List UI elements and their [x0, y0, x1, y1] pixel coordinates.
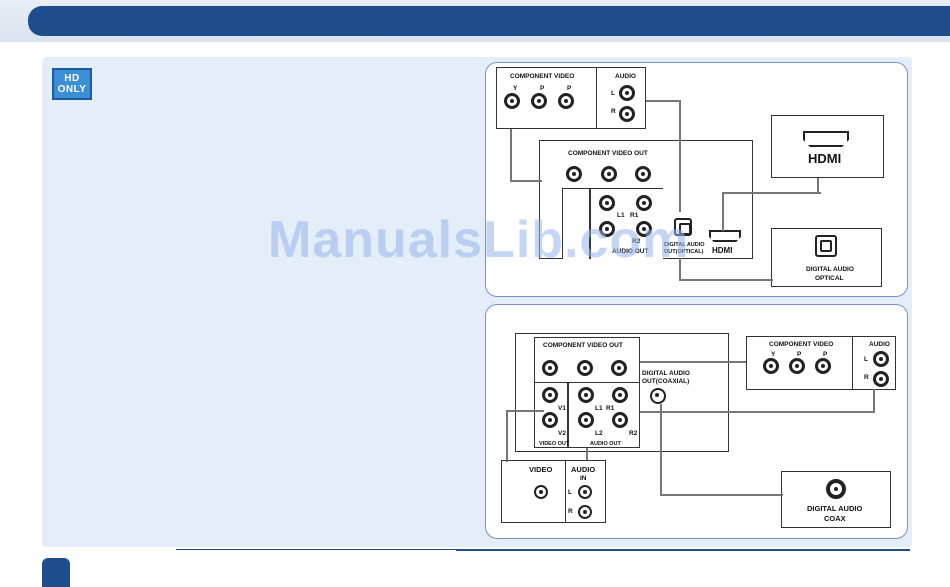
player-jack-y [566, 166, 582, 182]
player-bottom-r2-jack [612, 412, 628, 428]
tv-component-video-label: COMPONENT VIDEO [510, 73, 575, 80]
player-bottom-r1-jack [612, 387, 628, 403]
tv-audio-r-label: R [611, 108, 616, 115]
tv-jack-pb [531, 93, 547, 109]
player-r2-label: R2 [632, 238, 641, 245]
player-bottom-l2-label: L2 [595, 430, 603, 437]
player-audio-out-label-bottom: AUDIO OUT [590, 441, 621, 447]
optical-device-box [771, 228, 882, 287]
hd-only-badge: HD ONLY [52, 68, 92, 100]
wire-audio-top [646, 100, 681, 212]
tv-jack-pb-label: P [540, 85, 545, 92]
tv-jack-pr [558, 93, 574, 109]
hdmi-device-port [803, 131, 849, 147]
tv-audio-l-label: L [611, 90, 615, 97]
wire-component-bottom [640, 361, 746, 364]
player-bottom-r2-label: R2 [629, 430, 638, 437]
av-r-label: R [568, 508, 573, 515]
player-audio-l2-jack [599, 221, 615, 237]
tv-bottom-audio-l-label: L [864, 356, 868, 363]
player-optical-port [674, 218, 692, 236]
player-bottom-jack-y [542, 360, 558, 376]
badge-line2: ONLY [57, 84, 87, 95]
player-hdmi-label: HDMI [712, 246, 733, 255]
footer-rule-thick [456, 549, 910, 551]
wire-coax [660, 404, 783, 496]
wire-video-bottom [506, 410, 544, 462]
player-bottom-l1-label: L1 [595, 405, 603, 412]
hdmi-device-label: HDMI [808, 151, 842, 166]
tv-jack-pr-label: P [567, 85, 572, 92]
player-v2-jack [542, 412, 558, 428]
player-component-out-label: COMPONENT VIDEO OUT [568, 150, 648, 157]
optical-device-label-2: OPTICAL [815, 275, 844, 282]
player-bottom-jack-pr [611, 360, 627, 376]
av-l-label: L [568, 489, 572, 496]
player-bottom-l2-jack [578, 412, 594, 428]
tv-bottom-audio-r-label: R [864, 374, 869, 381]
optical-device-port [815, 235, 837, 257]
player-audio-l1-jack [599, 195, 615, 211]
player-r1-label: R1 [630, 212, 639, 219]
coax-device-label-1: DIGITAL AUDIO [807, 504, 863, 513]
tv-bottom-jack-y-label: Y [771, 351, 776, 358]
coax-device-box [781, 471, 891, 528]
player-audio-r1-jack [636, 195, 652, 211]
player-coax-label-2: OUT(COAXIAL) [642, 378, 690, 385]
player-v1-label: V1 [558, 405, 566, 412]
player-l1-label: L1 [617, 212, 625, 219]
wire-audio-bottom [640, 389, 875, 413]
player-v2-label: V2 [558, 430, 566, 437]
tv-bottom-jack-pb-label: P [797, 351, 802, 358]
av-video-jack [534, 485, 548, 499]
player-v1-jack [542, 387, 558, 403]
player-coax-jack [650, 388, 666, 404]
tv-bottom-component-video-label: COMPONENT VIDEO [769, 341, 834, 348]
badge-line1: HD [64, 73, 80, 84]
tv-audio-r-jack [619, 106, 635, 122]
optical-device-label-1: DIGITAL AUDIO [806, 266, 854, 273]
player-jack-pb [601, 166, 617, 182]
player-video-out-label: VIDEO OUT [539, 441, 570, 447]
av-audio-label: AUDIO [571, 465, 596, 474]
tv-jack-y-label: Y [513, 85, 518, 92]
player-bottom-jack-pb [577, 360, 593, 376]
page-tab [42, 558, 70, 587]
coax-device-jack [826, 479, 846, 499]
player-audio-out-label: AUDIO OUT [612, 248, 649, 255]
tv-bottom-audio-l-jack [873, 351, 889, 367]
header-bar [0, 0, 950, 42]
tv-bottom-jack-y [763, 358, 779, 374]
player-optical-label-2: OUT(OPTICAL) [664, 249, 704, 255]
player-bottom-l1-jack [578, 387, 594, 403]
tv-bottom-jack-pr-label: P [823, 351, 828, 358]
tv-bottom-jack-pb [789, 358, 805, 374]
av-audio-l-jack [578, 485, 592, 499]
player-hdmi-port [709, 230, 741, 242]
player-audio-r2-jack [636, 221, 652, 237]
wire-component-top [510, 129, 542, 182]
coax-device-label-2: COAX [824, 514, 846, 523]
tv-bottom-jack-pr [815, 358, 831, 374]
player-optical-label-1: DIGITAL AUDIO [664, 242, 705, 248]
tv-bottom-audio-r-jack [873, 371, 889, 387]
player-jack-pr [635, 166, 651, 182]
av-audio-r-jack [578, 505, 592, 519]
wire-hdmi-v2 [817, 178, 821, 192]
wire-audio-av [586, 448, 590, 460]
tv-audio-l-jack [619, 85, 635, 101]
watermark: ManualsLib.com [268, 211, 690, 269]
player-video-section [562, 188, 590, 259]
tv-jack-y [504, 93, 520, 109]
wire-hdmi-v [722, 192, 821, 231]
tv-audio-label: AUDIO [615, 73, 636, 80]
av-video-label: VIDEO [529, 465, 553, 474]
header-band [28, 6, 950, 36]
player-coax-label-1: DIGITAL AUDIO [642, 370, 690, 377]
wire-optical [679, 258, 773, 281]
tv-bottom-audio-label: AUDIO [869, 341, 890, 348]
player-bottom-r1-label: R1 [606, 405, 615, 412]
av-in-label: IN [580, 475, 587, 482]
player-component-out-label-bottom: COMPONENT VIDEO OUT [543, 342, 623, 349]
